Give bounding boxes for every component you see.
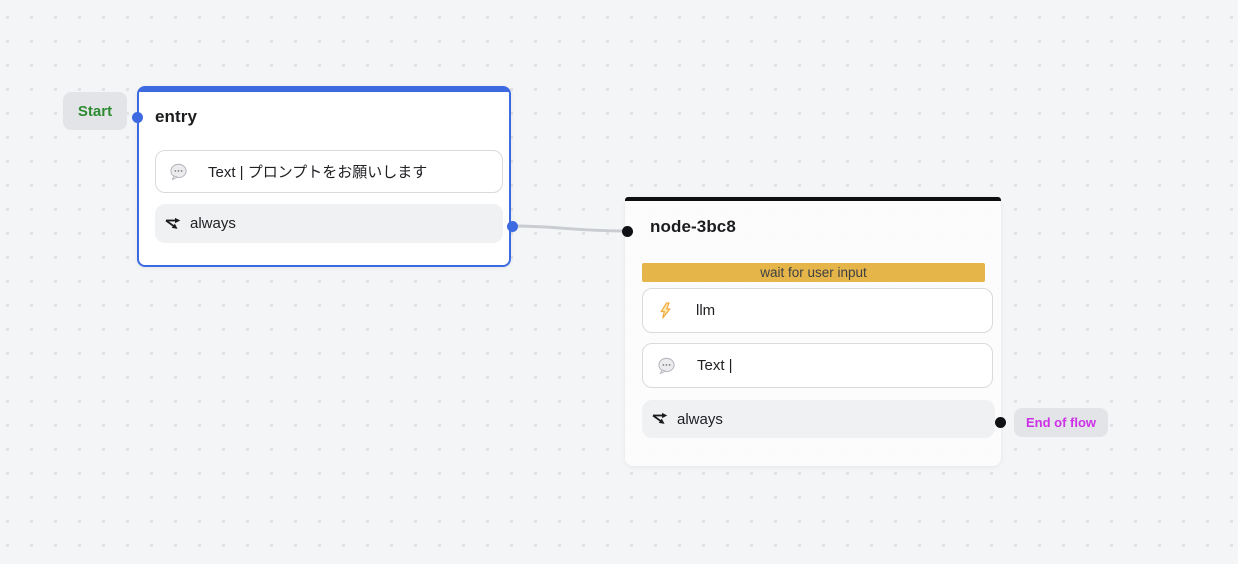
node-3bc8-always-source-handle[interactable] xyxy=(995,417,1006,428)
entry-text-row[interactable]: Text | プロンプトをお願いします xyxy=(155,150,503,193)
branch-arrow-icon xyxy=(652,411,670,427)
node-3bc8-always-row[interactable]: always xyxy=(642,400,995,438)
node-3bc8-always-label: always xyxy=(677,410,723,428)
llm-label: llm xyxy=(696,302,716,319)
wait-for-user-input-banner: wait for user input xyxy=(642,263,985,282)
speech-bubble-icon xyxy=(657,357,676,375)
edge-entry-to-node3bc8[interactable] xyxy=(511,224,629,233)
node-entry[interactable]: entry Text | プロンプトをお願いします xyxy=(137,86,511,267)
node-3bc8-title: node-3bc8 xyxy=(650,217,736,236)
entry-target-handle[interactable] xyxy=(132,112,143,123)
node-entry-accent-bar xyxy=(138,87,510,92)
end-of-flow-label: End of flow xyxy=(1026,415,1097,430)
entry-always-source-handle[interactable] xyxy=(507,221,518,232)
node-3bc8-text-row[interactable]: Text | xyxy=(642,343,993,388)
entry-always-row[interactable]: always xyxy=(155,204,503,243)
speech-bubble-icon xyxy=(169,163,188,181)
node-3bc8-text-label: Text | xyxy=(697,357,733,374)
banner-label: wait for user input xyxy=(760,265,867,280)
start-badge-label: Start xyxy=(77,102,113,120)
node-3bc8-accent-bar xyxy=(625,197,1001,201)
node-3bc8-target-handle[interactable] xyxy=(622,226,633,237)
entry-text-label: Text | プロンプトをお願いします xyxy=(208,164,428,181)
node-3bc8[interactable]: node-3bc8 wait for user input llm xyxy=(625,197,1001,466)
node-3bc8-llm-row[interactable]: llm xyxy=(642,288,993,333)
node-entry-title: entry xyxy=(155,107,198,126)
branch-arrow-icon xyxy=(165,216,183,232)
end-of-flow-badge: End of flow xyxy=(1014,408,1109,437)
lightning-icon xyxy=(659,302,672,319)
entry-always-label: always xyxy=(190,215,236,232)
start-badge: Start xyxy=(63,92,127,130)
